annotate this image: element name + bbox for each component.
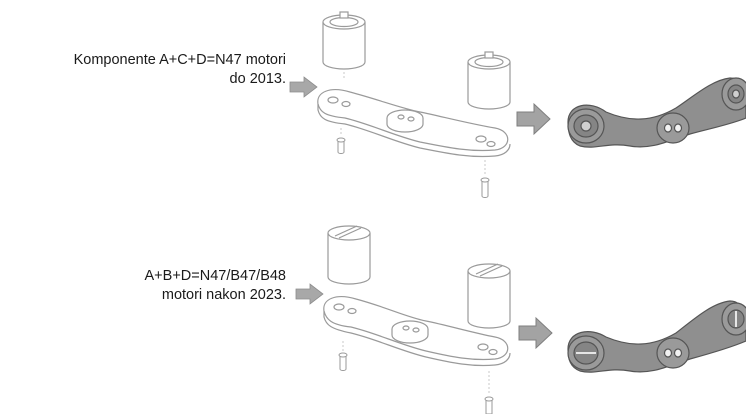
pointer-arrow <box>295 283 324 305</box>
assembly-caption: A+B+D=N47/B47/B48 motori nakon 2023. <box>0 267 286 305</box>
cylinder-part <box>467 51 511 110</box>
bracket-arm <box>323 296 511 367</box>
assembly-caption: Komponente A+C+D=N47 motori do 2013. <box>0 51 286 89</box>
bolt-part <box>336 137 490 198</box>
result-arrow <box>518 316 553 350</box>
caption-line-2: motori nakon 2023. <box>161 287 286 303</box>
pointer-arrow <box>289 76 318 98</box>
cylinder-part <box>327 225 371 285</box>
assembly-top: Komponente A+C+D=N47 motori do 2013. <box>0 11 746 198</box>
cylinder-part <box>322 11 366 70</box>
caption-line-1: A+B+D=N47/B47/B48 <box>144 268 286 284</box>
caption-line-1: Komponente A+C+D=N47 motori <box>73 52 286 68</box>
assembly-bottom: A+B+D=N47/B47/B48 motori nakon 2023. <box>0 207 746 414</box>
assembly-drawing-bottom <box>295 225 746 414</box>
assembled-mount <box>567 300 746 373</box>
cylinder-part <box>467 263 511 329</box>
assembly-drawing-top <box>289 11 746 198</box>
bolt-part <box>338 352 494 414</box>
result-arrow <box>516 102 551 136</box>
caption-line-2: do 2013. <box>229 71 286 87</box>
bracket-arm <box>317 89 511 158</box>
assembled-mount <box>567 77 746 148</box>
